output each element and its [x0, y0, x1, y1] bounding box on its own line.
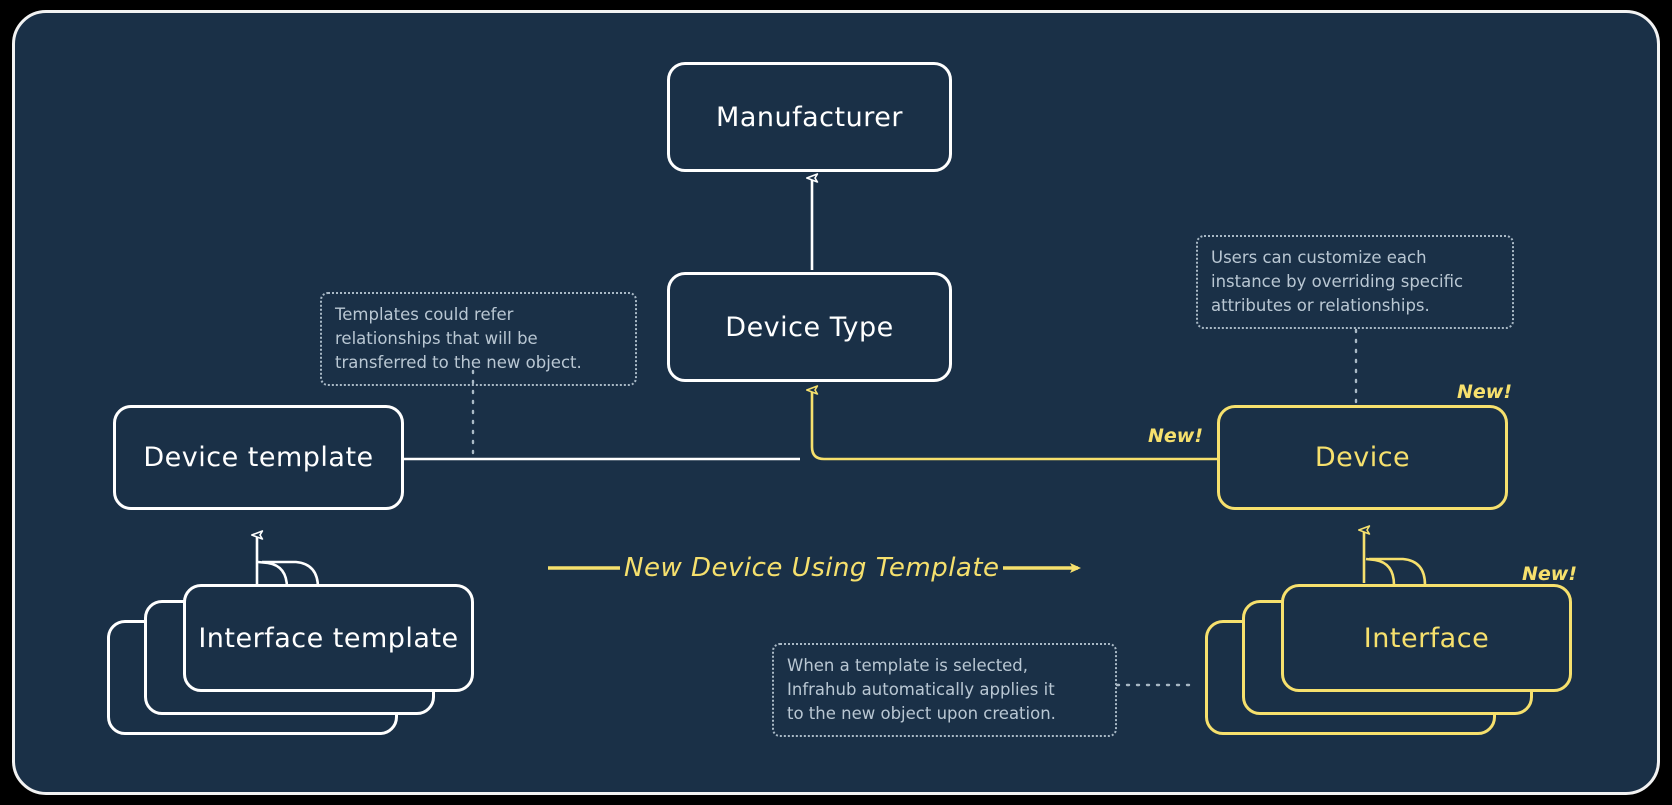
node-device-type-label: Device Type: [725, 311, 894, 343]
node-device-type[interactable]: Device Type: [667, 272, 952, 382]
badge-new-device-box: New!: [1457, 381, 1513, 403]
node-interface-template-label: Interface template: [198, 622, 459, 654]
note-templates-refer: Templates could refer relationships that…: [320, 292, 637, 386]
node-interface-template[interactable]: Interface template: [183, 584, 474, 692]
node-device[interactable]: Device: [1217, 405, 1508, 510]
node-manufacturer-label: Manufacturer: [716, 101, 903, 133]
node-device-template-label: Device template: [143, 442, 374, 473]
node-manufacturer[interactable]: Manufacturer: [667, 62, 952, 172]
note-auto-apply: When a template is selected, Infrahub au…: [772, 643, 1117, 737]
node-device-label: Device: [1314, 442, 1411, 473]
node-device-template[interactable]: Device template: [113, 405, 404, 510]
transition-arrow-label: New Device Using Template: [624, 553, 1000, 583]
note-customize-instance: Users can customize each instance by ove…: [1196, 235, 1514, 329]
badge-new-device-line: New!: [1148, 425, 1204, 447]
node-interface-label: Interface: [1363, 622, 1490, 654]
badge-new-interface-box: New!: [1522, 563, 1578, 585]
node-interface[interactable]: Interface: [1281, 584, 1572, 692]
